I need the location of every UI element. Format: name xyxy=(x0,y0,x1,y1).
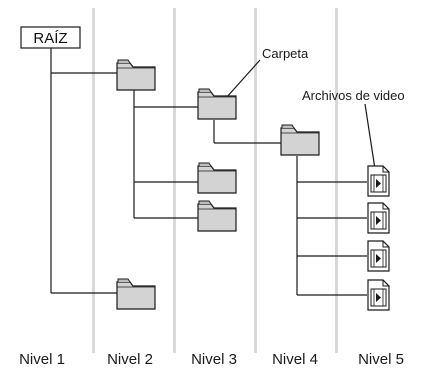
folder-icon xyxy=(116,59,156,91)
video-file-icon xyxy=(367,279,390,311)
level-label: Nivel 2 xyxy=(107,351,153,368)
root-label: RAÍZ xyxy=(33,30,67,47)
root-box xyxy=(20,26,81,49)
folder-icon xyxy=(280,124,320,156)
video-file-icon xyxy=(367,165,390,197)
column-dividers xyxy=(92,8,338,353)
callout-video-files: Archivos de video xyxy=(302,88,405,103)
level-label: Nivel 4 xyxy=(272,351,318,368)
video-file-icon xyxy=(367,202,390,234)
connector-lines xyxy=(50,48,376,296)
level-labels: Nivel 1 Nivel 2 Nivel 3 Nivel 4 Nivel 5 xyxy=(19,351,404,368)
callout-pointer xyxy=(364,103,376,170)
folder-icon xyxy=(116,278,156,310)
folder-icon xyxy=(197,200,237,232)
level-label: Nivel 5 xyxy=(358,351,404,368)
column-divider xyxy=(173,8,176,353)
column-divider xyxy=(254,8,257,353)
video-file-icon xyxy=(367,240,390,272)
root-node: RAÍZ xyxy=(20,26,81,49)
column-divider xyxy=(92,8,95,353)
callout-folder: Carpeta xyxy=(262,46,309,61)
column-divider xyxy=(335,8,338,353)
folder-icon xyxy=(197,162,237,194)
level-label: Nivel 1 xyxy=(19,351,65,368)
level-label: Nivel 3 xyxy=(191,351,237,368)
callout-pointer xyxy=(225,59,261,99)
